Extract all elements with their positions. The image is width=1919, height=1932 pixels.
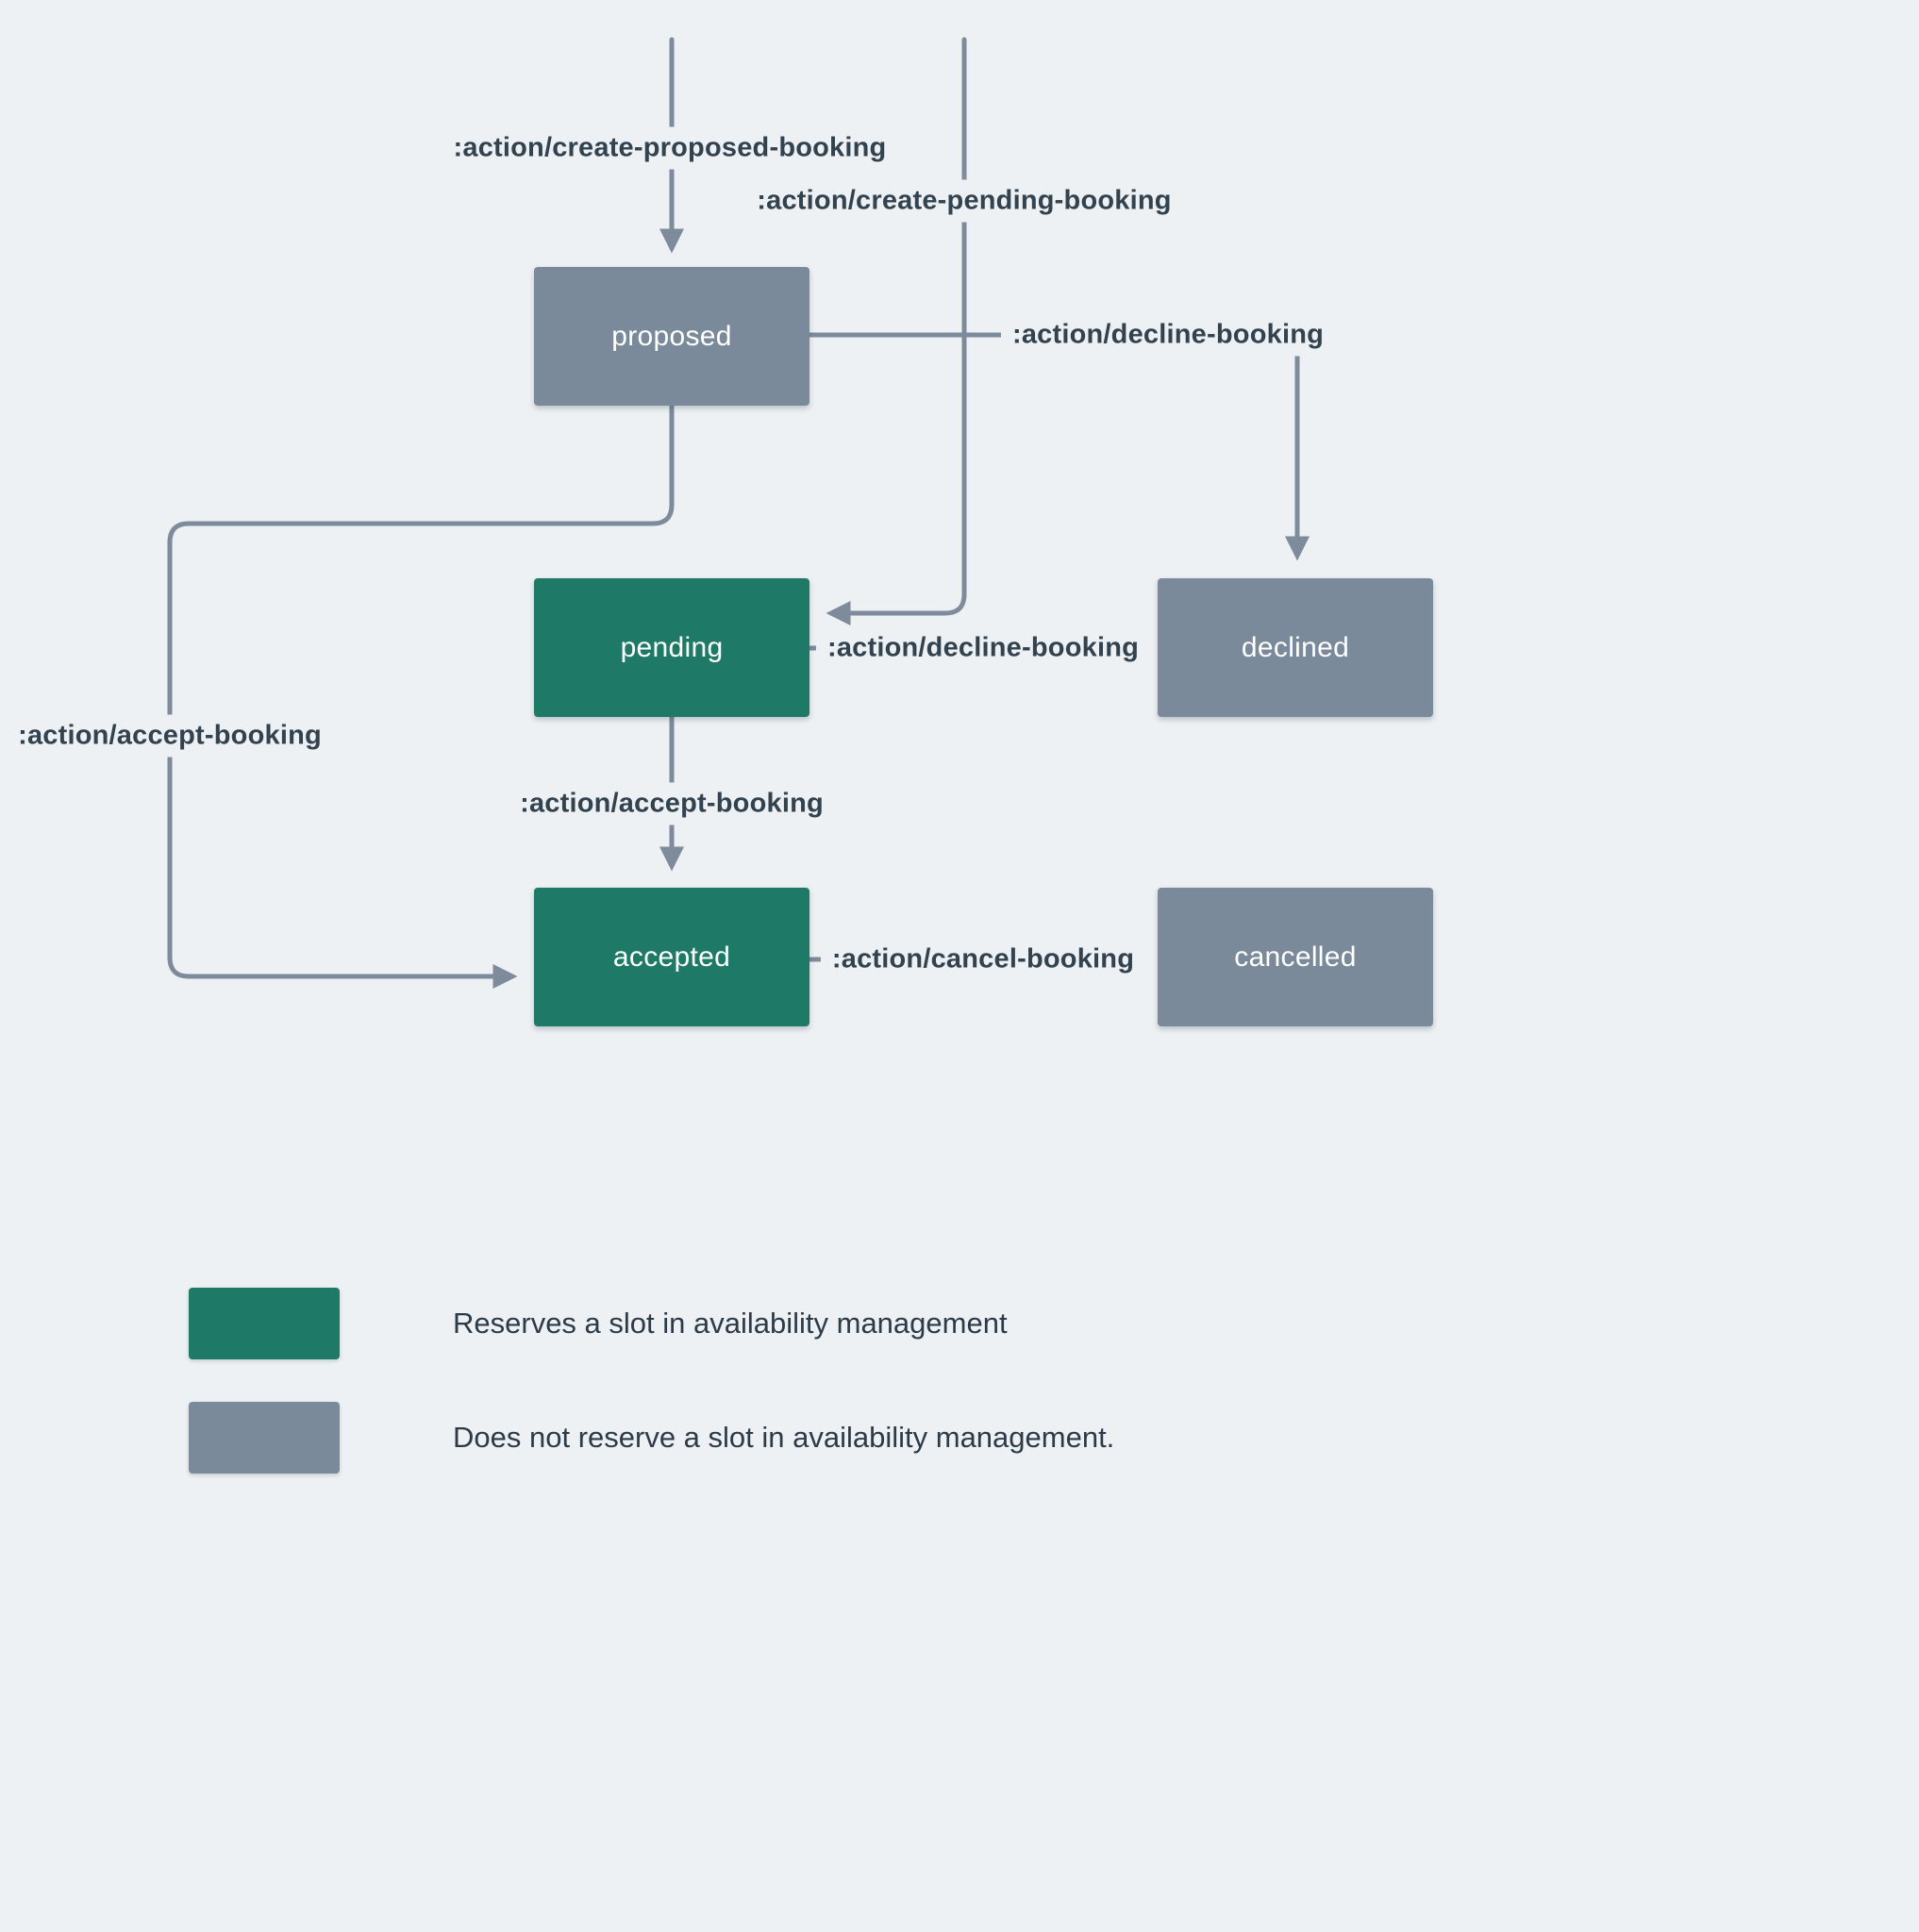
legend-swatch-non-reserving — [189, 1402, 340, 1474]
state-node-proposed: proposed — [534, 267, 809, 406]
edge-label-accept-booking-from-proposed: :action/accept-booking — [7, 714, 333, 758]
state-node-pending: pending — [534, 578, 809, 717]
edge-label-create-proposed-booking: :action/create-proposed-booking — [442, 126, 898, 170]
edge-label-decline-booking-from-pending: :action/decline-booking — [815, 626, 1151, 670]
state-node-accepted: accepted — [534, 888, 809, 1026]
state-label-declined: declined — [1241, 631, 1350, 663]
state-label-cancelled: cancelled — [1234, 941, 1357, 973]
edge-label-decline-booking-from-proposed: :action/decline-booking — [1000, 313, 1336, 357]
legend-row-non-reserving: Does not reserve a slot in availability … — [189, 1402, 1114, 1474]
state-node-cancelled: cancelled — [1158, 888, 1433, 1026]
edge-label-accept-booking-from-pending: :action/accept-booking — [509, 782, 835, 825]
state-node-declined: declined — [1158, 578, 1433, 717]
edge-decline-booking-from-proposed — [807, 332, 1310, 561]
state-label-proposed: proposed — [611, 320, 732, 352]
legend-row-reserving: Reserves a slot in availability manageme… — [189, 1288, 1114, 1359]
legend-swatch-reserving — [189, 1288, 340, 1359]
edge-label-create-pending-booking: :action/create-pending-booking — [745, 179, 1183, 223]
legend-text-reserving: Reserves a slot in availability manageme… — [453, 1307, 1008, 1340]
legend-text-non-reserving: Does not reserve a slot in availability … — [453, 1421, 1115, 1454]
state-label-pending: pending — [620, 631, 724, 663]
edge-create-pending-booking — [826, 37, 967, 625]
legend: Reserves a slot in availability manageme… — [189, 1288, 1114, 1516]
edge-label-cancel-booking: :action/cancel-booking — [820, 938, 1146, 981]
state-label-accepted: accepted — [612, 941, 731, 973]
